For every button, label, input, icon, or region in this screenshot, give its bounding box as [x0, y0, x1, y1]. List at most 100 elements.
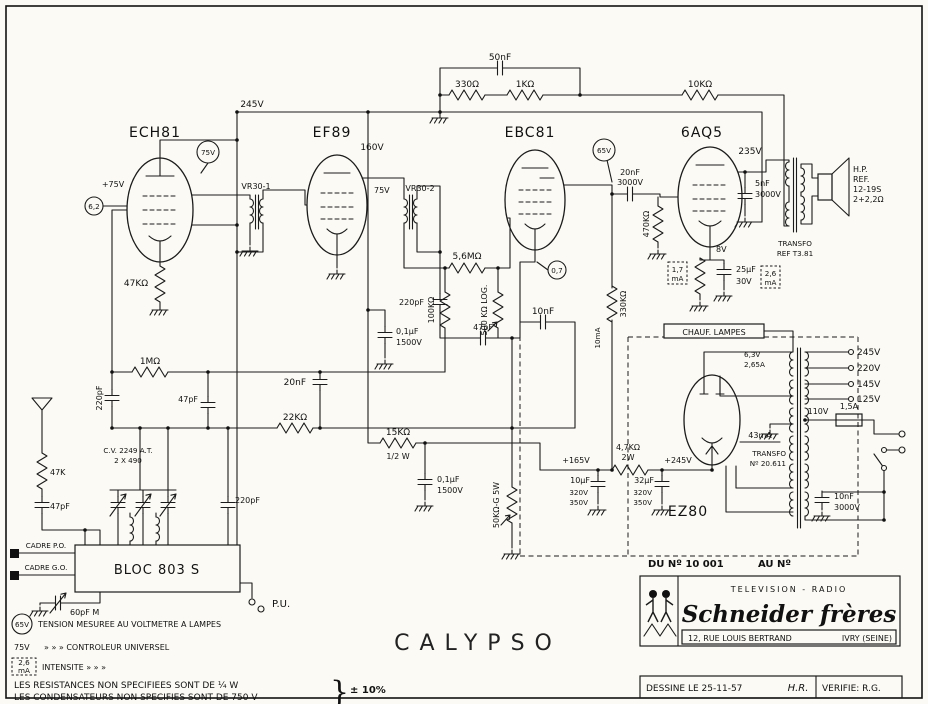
label-20nf-3000: 20nF	[620, 168, 640, 177]
label-8v: 8V	[716, 245, 727, 254]
label-hp-b: REF.	[853, 175, 869, 184]
cadre-go-terminal	[10, 571, 19, 580]
pickup-terminals	[248, 598, 265, 613]
label-235v: 235V	[738, 147, 762, 157]
label-245v-plus: +245V	[664, 456, 692, 465]
label-165v: +165V	[562, 456, 590, 465]
label-15kohm-w: 1/2 W	[386, 452, 409, 461]
label-470kohm: 470KΩ	[642, 211, 651, 238]
wiring-agc	[111, 371, 576, 429]
label-220pf-det: 220pF	[399, 298, 424, 307]
legend-tolerance: ± 10%	[350, 685, 386, 696]
brand-name: Schneider frères	[682, 601, 897, 628]
tube-label-ech81: ECH81	[129, 125, 181, 141]
ma-box-17	[667, 261, 688, 285]
legend-line-5: LES CONDENSATEURS NON SPECIFIES SONT DE …	[14, 693, 258, 703]
label-220pf-agc: 220pF	[95, 385, 104, 410]
label-vr30-2: VR30-2	[405, 184, 434, 193]
label-47pf-ant: 47pF	[50, 502, 70, 511]
legend-line-2: » » » CONTROLEUR UNIVERSEL	[44, 643, 170, 652]
label-47kohm: 47KΩ	[124, 279, 148, 289]
label-32uf: 32μF	[634, 476, 654, 485]
label-32uf-v1: 320V	[633, 488, 652, 497]
label-4k7: 4,7KΩ	[616, 443, 640, 452]
label-01uf-1v: 1500V	[396, 338, 422, 347]
label-hp-d: 2+2,2Ω	[853, 195, 884, 204]
chauf-lampes-box	[663, 323, 765, 339]
label-hp-a: H.P.	[853, 165, 868, 174]
wiring-ef89-detector	[319, 177, 541, 501]
label-10uf-v1: 320V	[569, 488, 588, 497]
label-pot-500k: 500 KΩ LOG.	[480, 285, 489, 336]
tube-ef89	[306, 154, 368, 256]
label-4k7-w: 2W	[622, 453, 635, 462]
label-cv-a: C.V. 2249 A.T.	[103, 446, 152, 455]
label-01uf-2: 0,1μF	[437, 475, 460, 484]
label-tap-125v: 125V	[857, 395, 881, 405]
label-15kohm: 15KΩ	[386, 428, 410, 438]
label-50nf: 50nF	[489, 53, 511, 63]
brand-top: TELEVISION - RADIO	[730, 585, 848, 594]
dessine-label: DESSINE LE 25-11-57	[646, 684, 742, 694]
serial-au: AU Nº	[758, 559, 791, 570]
label-62-circled: 6,2	[88, 202, 99, 211]
label-47pf-mid: 47pF	[473, 323, 493, 332]
label-transfo-opt: TRANSFO	[777, 239, 812, 248]
label-pu: P.U.	[272, 599, 290, 610]
dashed-outlines	[519, 268, 859, 557]
verifie-label: VERIFIE: R.G.	[822, 684, 881, 694]
label-220pf-ant: 220pF	[235, 496, 260, 505]
label-hp-c: 12-19S	[853, 185, 881, 194]
label-transfo-psu: TRANSFO	[751, 449, 786, 458]
legend-line-3: INTENSITE » » »	[42, 663, 106, 672]
wiring-ech81	[102, 162, 308, 373]
label-60pf: 60pF M	[70, 608, 99, 617]
serial-du: DU Nº 10 001	[648, 559, 724, 570]
legend-badge-75v: 75V	[14, 643, 30, 652]
label-volume-pot: 50KΩ-G 5W	[492, 482, 501, 528]
label-75v: 75V	[374, 186, 390, 195]
label-100kohm: 100KΩ	[427, 297, 436, 324]
speaker-icon	[817, 157, 850, 217]
label-63v: 6,3V	[744, 350, 760, 359]
bottom-strip	[639, 675, 903, 699]
model-title: CALYPSO	[394, 631, 562, 656]
tube-ebc81	[504, 149, 566, 251]
cadre-po-terminal	[10, 549, 19, 558]
label-65v-circled: 65V	[597, 146, 611, 155]
label-10kohm: 10KΩ	[688, 80, 712, 90]
tube-6aq5	[677, 146, 743, 248]
tube-label-ef89: EF89	[313, 125, 352, 141]
brand-address-left: 12, RUE LOUIS BERTRAND	[688, 634, 792, 643]
tube-label-ez80: EZ80	[668, 504, 708, 520]
label-20nf: 20nF	[284, 378, 306, 388]
legend-brace: }	[330, 675, 349, 704]
mains-switch-icon	[880, 446, 888, 472]
label-10ma: 10mA	[593, 327, 602, 348]
label-17ma-a: 1,7	[672, 265, 683, 274]
legend-badge-65v: 65V	[15, 620, 29, 629]
label-26ma-a: 2,6	[765, 269, 777, 278]
label-265a: 2,65A	[744, 360, 765, 369]
label-25uf: 25μF	[736, 265, 756, 274]
label-10uf-v2: 350V	[569, 498, 588, 507]
tube-label-ebc81: EBC81	[505, 125, 556, 141]
label-vr30-1: VR30-1	[241, 182, 270, 191]
label-47pf-agc: 47pF	[178, 395, 198, 404]
adjust-arrows	[49, 321, 511, 614]
schematic-border	[5, 5, 923, 699]
label-01uf-2v: 1500V	[437, 486, 463, 495]
measure-circles	[84, 138, 616, 280]
label-tap-245v: 245V	[857, 348, 881, 358]
fuse-icon	[835, 413, 863, 427]
label-20nf-3000v: 3000V	[617, 178, 643, 187]
label-5nf-v: 3000V	[755, 190, 781, 199]
label-10uf: 10μF	[570, 476, 590, 485]
label-10nf: 10nF	[532, 307, 554, 317]
label-1mohm: 1MΩ	[140, 357, 160, 367]
label-160v: 160V	[360, 143, 384, 153]
label-chauf-lampes: CHAUF. LAMPES	[682, 328, 745, 337]
legend	[11, 613, 37, 676]
